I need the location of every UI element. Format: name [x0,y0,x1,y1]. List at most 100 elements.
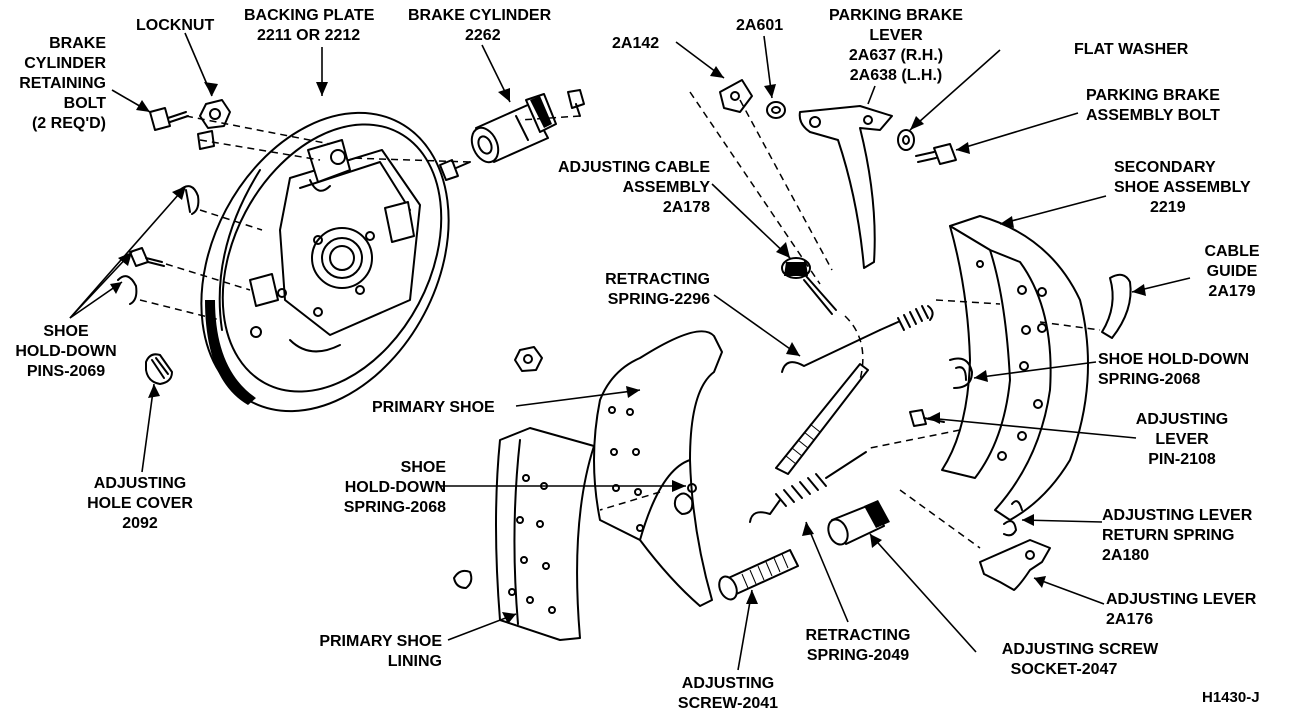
svg-text:2A638 (L.H.): 2A638 (L.H.) [850,67,942,84]
svg-text:ADJUSTING LEVER: ADJUSTING LEVER [1102,507,1253,524]
svg-text:2A601: 2A601 [736,17,783,34]
label-hold-down-pins: SHOE HOLD-DOWN PINS-2069 [15,323,116,380]
svg-text:SPRING-2068: SPRING-2068 [1098,371,1200,388]
svg-text:ADJUSTING: ADJUSTING [1136,411,1228,428]
svg-text:2A178: 2A178 [663,199,710,216]
hold-down-spring-right [949,357,973,389]
adjusting-screw-socket [827,500,890,546]
label-adjusting-screw: ADJUSTING SCREW-2041 [678,675,778,712]
assembly-lines [139,91,1101,549]
adjuster-link [775,363,869,475]
svg-text:RETRACTING: RETRACTING [605,271,710,288]
svg-text:SPRING-2049: SPRING-2049 [807,647,909,664]
retracting-spring-2049 [749,451,867,523]
leader-lines [69,32,1191,671]
svg-text:PARKING BRAKE: PARKING BRAKE [1086,87,1220,104]
svg-text:HOLE COVER: HOLE COVER [87,495,193,512]
label-hold-down-spring-center: SHOE HOLD-DOWN SPRING-2068 [344,459,447,516]
svg-text:LEVER: LEVER [1155,431,1209,448]
svg-text:SHOE HOLD-DOWN: SHOE HOLD-DOWN [1098,351,1249,368]
label-2a142: 2A142 [612,35,659,52]
label-brake-cylinder: BRAKE CYLINDER 2262 [408,7,552,44]
svg-text:HOLD-DOWN: HOLD-DOWN [345,479,446,496]
part-2a142 [719,79,753,113]
svg-text:2211 OR 2212: 2211 OR 2212 [257,27,360,44]
svg-text:CABLE: CABLE [1204,243,1259,260]
svg-text:SHOE ASSEMBLY: SHOE ASSEMBLY [1114,179,1251,196]
flat-washer [897,129,915,151]
cable-guide [1101,273,1132,339]
svg-text:SOCKET-2047: SOCKET-2047 [1011,661,1118,678]
parking-brake-lever [798,105,893,269]
label-lever-return-spring: ADJUSTING LEVER RETURN SPRING 2A180 [1102,507,1253,564]
adjusting-cable-assembly [781,257,837,315]
svg-text:2219: 2219 [1150,199,1186,216]
retaining-bolt [149,107,189,131]
svg-text:ADJUSTING: ADJUSTING [682,675,774,692]
label-secondary-shoe: SECONDARY SHOE ASSEMBLY 2219 [1114,159,1251,216]
label-backing-plate: BACKING PLATE 2211 OR 2212 [244,7,375,44]
svg-text:2A142: 2A142 [612,35,659,52]
svg-text:BOLT: BOLT [64,95,107,112]
svg-text:SECONDARY: SECONDARY [1114,159,1216,176]
label-primary-shoe: PRIMARY SHOE [372,399,495,416]
hold-down-pin-clip-2 [117,275,138,305]
primary-shoe-lining [453,427,595,641]
svg-text:FLAT WASHER: FLAT WASHER [1074,41,1189,58]
svg-text:BRAKE: BRAKE [49,35,106,52]
svg-text:2A180: 2A180 [1102,547,1149,564]
center-nut [514,346,543,372]
backing-plate [200,111,450,413]
svg-text:2262: 2262 [465,27,501,44]
svg-text:BACKING PLATE: BACKING PLATE [244,7,375,24]
svg-text:PRIMARY SHOE: PRIMARY SHOE [319,633,442,650]
svg-text:ASSEMBLY: ASSEMBLY [623,179,711,196]
svg-text:(2 REQ'D): (2 REQ'D) [32,115,106,132]
adjusting-lever-pin [909,409,945,427]
brake-cylinder [439,89,585,181]
leader-arrowheads [110,66,1146,624]
svg-text:PINS-2069: PINS-2069 [27,363,105,380]
locknut [197,99,231,150]
label-locknut: LOCKNUT [136,17,214,34]
svg-text:2A179: 2A179 [1208,283,1255,300]
label-adjusting-cable: ADJUSTING CABLE ASSEMBLY 2A178 [558,159,710,216]
label-hold-down-spring-right: SHOE HOLD-DOWN SPRING-2068 [1098,351,1249,388]
adjusting-lever-return-spring [1003,500,1023,537]
svg-text:RETURN SPRING: RETURN SPRING [1102,527,1234,544]
label-retracting-spring-2296: RETRACTING SPRING-2296 [605,271,710,308]
svg-text:2A637 (R.H.): 2A637 (R.H.) [849,47,943,64]
svg-text:LOCKNUT: LOCKNUT [136,17,214,34]
svg-text:H1430-J: H1430-J [1202,689,1260,706]
label-retaining-bolt: BRAKE CYLINDER RETAINING BOLT (2 REQ'D) [19,35,106,132]
label-retracting-spring-2049: RETRACTING SPRING-2049 [806,627,911,664]
svg-text:SPRING-2296: SPRING-2296 [608,291,710,308]
label-adjusting-lever-pin: ADJUSTING LEVER PIN-2108 [1136,411,1228,468]
svg-text:RETAINING: RETAINING [19,75,106,92]
svg-text:SHOE: SHOE [43,323,89,340]
hold-down-pin [129,247,165,267]
adjusting-lever [979,539,1051,591]
label-primary-shoe-lining: PRIMARY SHOE LINING [319,633,442,670]
adjusting-screw [718,549,799,601]
svg-text:PRIMARY SHOE: PRIMARY SHOE [372,399,495,416]
label-parking-brake-bolt: PARKING BRAKE ASSEMBLY BOLT [1086,87,1220,124]
svg-text:BRAKE CYLINDER: BRAKE CYLINDER [408,7,552,24]
label-flat-washer: FLAT WASHER [1074,41,1189,58]
svg-text:CYLINDER: CYLINDER [24,55,106,72]
svg-text:HOLD-DOWN: HOLD-DOWN [15,343,116,360]
svg-text:RETRACTING: RETRACTING [806,627,911,644]
parking-brake-bolt [915,143,957,165]
svg-text:SPRING-2068: SPRING-2068 [344,499,446,516]
label-parking-brake-lever: PARKING BRAKE LEVER 2A637 (R.H.) 2A638 (… [829,7,963,84]
secondary-shoe-assembly [941,215,1089,521]
svg-text:ADJUSTING LEVER: ADJUSTING LEVER [1106,591,1257,608]
svg-text:PIN-2108: PIN-2108 [1148,451,1216,468]
primary-shoe [593,330,723,607]
adjusting-hole-cover [145,353,173,385]
svg-text:SCREW-2041: SCREW-2041 [678,695,778,712]
svg-text:ADJUSTING SCREW: ADJUSTING SCREW [1002,641,1159,658]
label-adjusting-hole-cover: ADJUSTING HOLE COVER 2092 [87,475,193,532]
retracting-spring-2296 [781,305,934,373]
